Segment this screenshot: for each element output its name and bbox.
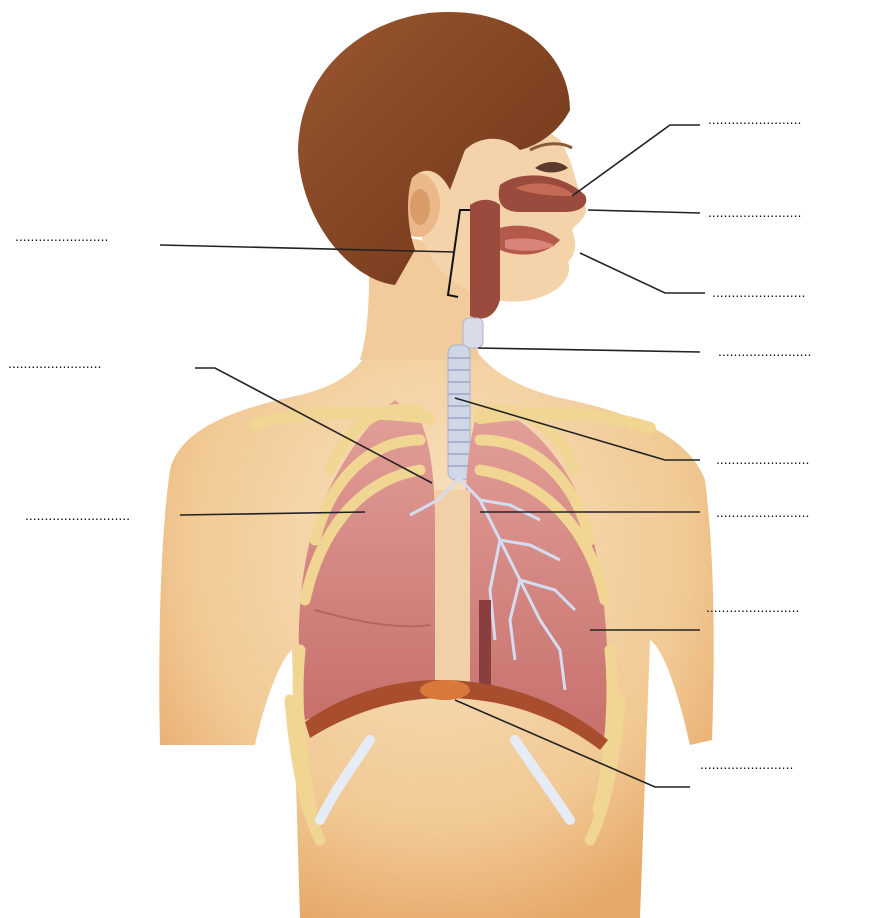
blank-bronchus-right[interactable]: ........................ bbox=[8, 355, 101, 371]
leader-nasal-cavity bbox=[572, 125, 700, 196]
leader-larynx bbox=[478, 348, 700, 352]
pharynx bbox=[470, 200, 500, 319]
blank-bronchi[interactable]: ........................ bbox=[716, 504, 809, 520]
blank-larynx[interactable]: ........................ bbox=[718, 343, 811, 359]
blank-nostril[interactable]: ........................ bbox=[708, 204, 801, 220]
diaphragm-center bbox=[420, 680, 470, 700]
larynx bbox=[463, 318, 483, 348]
heart-gap bbox=[435, 490, 470, 690]
blank-lung-right[interactable]: ........................... bbox=[25, 507, 130, 523]
blank-lung-left[interactable]: ........................ bbox=[706, 599, 799, 615]
blank-nasal-cavity[interactable]: ........................ bbox=[708, 111, 801, 127]
leader-nostril bbox=[588, 210, 700, 213]
trachea bbox=[448, 345, 470, 480]
blank-diaphragm[interactable]: ........................ bbox=[700, 756, 793, 772]
blank-trachea[interactable]: ........................ bbox=[716, 451, 809, 467]
blank-pharynx[interactable]: ........................ bbox=[15, 228, 108, 244]
blank-mouth[interactable]: ........................ bbox=[712, 284, 805, 300]
leader-mouth bbox=[580, 253, 705, 293]
ear-inner bbox=[410, 189, 430, 225]
